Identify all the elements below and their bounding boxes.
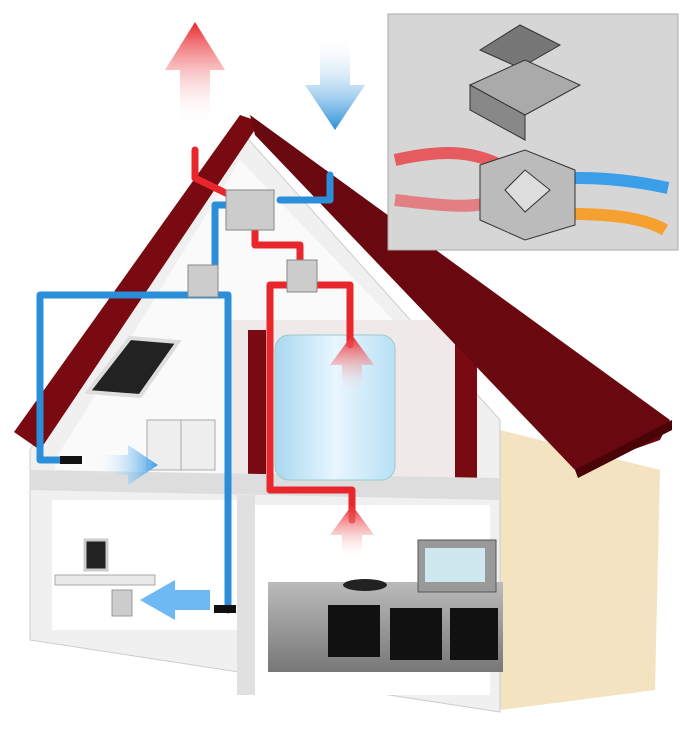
vent-outlet-ground xyxy=(214,605,236,613)
exchanger-core-side xyxy=(469,84,526,141)
tank-warm-arrow-up-icon xyxy=(330,335,374,395)
roof xyxy=(14,115,672,478)
inset-warm-flow-in xyxy=(393,147,503,171)
distribution-box-right xyxy=(286,259,318,293)
house-side-wall xyxy=(500,430,660,710)
intake-arrow-down-icon xyxy=(305,35,365,130)
heat-exchanger-inset xyxy=(387,13,679,251)
junction-boxes xyxy=(60,189,318,613)
appliances xyxy=(54,334,503,672)
attic-supply-arrow-right-icon xyxy=(95,445,158,485)
oven-door-1 xyxy=(328,605,380,657)
oven-door-2 xyxy=(390,608,442,660)
vent-outlet-attic xyxy=(60,456,82,464)
oven-door-3 xyxy=(450,608,498,660)
airflow-arrows xyxy=(95,22,374,620)
kitchen-warm-arrow-up-icon xyxy=(330,505,374,560)
roof-edge xyxy=(575,420,672,478)
lower-room-left xyxy=(52,500,237,630)
dividing-wall xyxy=(237,495,255,695)
distribution-box-left xyxy=(187,264,219,298)
red-beam-left xyxy=(248,330,266,480)
skylight-window xyxy=(84,335,182,399)
computer-tower xyxy=(111,589,133,617)
warm-duct-exhaust-out xyxy=(191,146,244,204)
warm-duct-extract xyxy=(251,226,356,524)
desk xyxy=(54,574,156,586)
cool-duct-supply-attic xyxy=(36,171,334,464)
exchanger-lid xyxy=(478,24,562,69)
heat-recovery-unit xyxy=(225,189,275,231)
red-beam-right xyxy=(455,340,477,480)
cooktop-burner xyxy=(343,579,387,591)
roof-side xyxy=(250,115,670,470)
hot-water-tank xyxy=(274,334,396,481)
roof-front xyxy=(14,115,260,450)
computer-monitor xyxy=(83,538,109,572)
exhaust-arrow-up-icon xyxy=(165,22,225,125)
ducts xyxy=(36,146,356,614)
ground-supply-arrow-left-icon xyxy=(140,580,210,620)
exchanger-housing-core xyxy=(504,169,551,213)
microwave-window xyxy=(425,548,485,582)
cool-duct-supply-ground xyxy=(211,291,232,614)
